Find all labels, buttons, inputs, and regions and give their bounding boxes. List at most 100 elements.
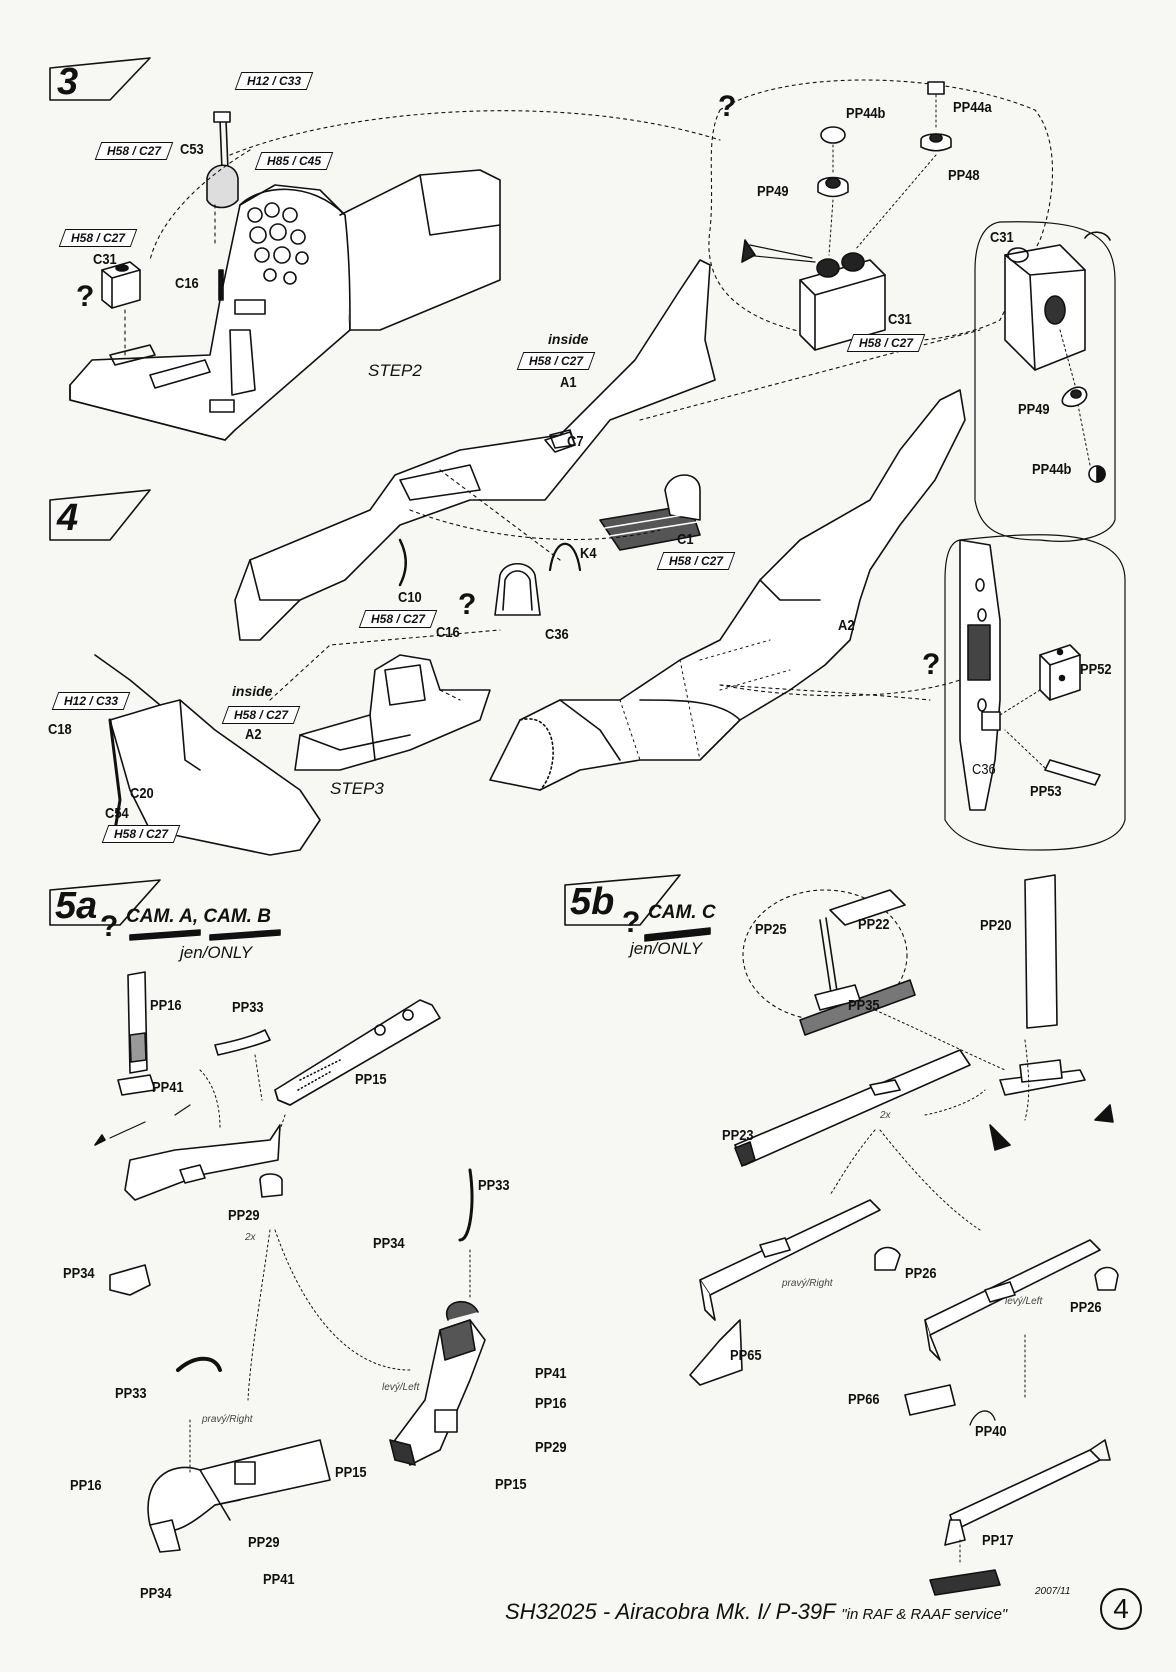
detail-box-c31 (974, 221, 1116, 542)
part-label-c31: C31 (93, 251, 117, 268)
detail-balloon-top (708, 79, 1054, 351)
footer-title: SH32025 - Airacobra Mk. I/ P-39F "in RAF… (505, 1600, 1007, 1627)
inside-label: inside (548, 331, 589, 347)
paint-code-h58-c27: H58 / C27 (846, 334, 926, 352)
step-5b-number: 5b (570, 881, 615, 923)
part-label-pp48: PP48 (948, 167, 980, 184)
part-label-pp17: PP17 (982, 1532, 1014, 1549)
paint-code-h58-c27: H58 / C27 (101, 825, 181, 843)
part-label-c1: C1 (677, 531, 694, 548)
only-note-5a: jen/ONLY (180, 943, 253, 962)
part-label-pp41: PP41 (152, 1079, 184, 1096)
part-k4 (548, 542, 582, 572)
part-label-pp33: PP33 (232, 999, 264, 1016)
part-label-a1: A1 (560, 374, 577, 391)
part-label-c54: C54 (105, 805, 129, 822)
part-label-pp44b: PP44b (1032, 461, 1072, 478)
part-c7 (544, 431, 576, 453)
part-label-pp16: PP16 (535, 1395, 567, 1412)
part-label-pp16: PP16 (150, 997, 182, 1014)
part-label-pp35: PP35 (848, 997, 880, 1014)
kit-subtitle: "in RAF & RAAF service" (841, 1606, 1008, 1623)
part-label-pp41: PP41 (263, 1571, 295, 1588)
side-label-left: levý/Left (382, 1382, 420, 1393)
product-code: SH32025 (505, 1599, 597, 1624)
part-label-c10: C10 (398, 589, 422, 606)
part-label-pp49: PP49 (1018, 401, 1050, 418)
page-number: 4 (1100, 1588, 1142, 1630)
part-label-pp40: PP40 (975, 1423, 1007, 1440)
paint-code-h12-c33: H12 / C33 (234, 72, 314, 90)
part-label-pp15: PP15 (335, 1464, 367, 1481)
part-label-pp25: PP25 (755, 921, 787, 938)
step3-cockpit-assembly (69, 111, 501, 441)
paint-code-h58-c27: H58 / C27 (94, 142, 174, 160)
part-label-pp52: PP52 (1080, 661, 1112, 678)
part-label-a2: A2 (838, 617, 855, 634)
paint-code-h58-c27: H58 / C27 (516, 352, 596, 370)
part-label-a2: A2 (245, 726, 262, 743)
part-label-pp20: PP20 (980, 917, 1012, 934)
part-label-pp29: PP29 (535, 1439, 567, 1456)
step-4-number: 4 (57, 497, 79, 539)
part-label-c31: C31 (990, 229, 1014, 246)
part-label-pp34: PP34 (63, 1265, 95, 1282)
side-label-left: levý/Left (1005, 1296, 1043, 1307)
paint-code-h12-c33: H12 / C33 (51, 692, 131, 710)
part-label-pp49: PP49 (757, 183, 789, 200)
step-5a-number: 5a (55, 885, 98, 927)
question-mark-icon: ? (76, 280, 95, 313)
kit-title: Airacobra Mk. I/ P-39F (615, 1599, 836, 1624)
part-label-pp44a: PP44a (953, 99, 992, 116)
cameo-a-b-label: CAM. A, CAM. B (126, 906, 271, 927)
paint-code-h58-c27: H58 / C27 (221, 706, 301, 724)
step4-rear-fuselage-a2 (94, 654, 321, 856)
part-label-pp23: PP23 (722, 1127, 754, 1144)
question-mark-icon: ? (100, 910, 119, 943)
side-label-right: pravý/Right (202, 1414, 253, 1425)
part-label-pp15: PP15 (495, 1476, 527, 1493)
part-label-pp65: PP65 (730, 1347, 762, 1364)
paint-code-h58-c27: H58 / C27 (656, 552, 736, 570)
multiplier-label: 2x (880, 1110, 891, 1121)
step-3-number: 3 (57, 61, 79, 103)
step4-fuselage-a2 (489, 389, 966, 791)
part-label-c31: C31 (888, 311, 912, 328)
question-mark-icon: ? (458, 588, 477, 621)
part-label-c53: C53 (180, 141, 204, 158)
inside-label: inside (232, 683, 273, 699)
part-label-pp34: PP34 (140, 1585, 172, 1602)
part-label-pp44b: PP44b (846, 105, 886, 122)
part-label-k4: K4 (580, 545, 597, 562)
part-label-c36: C36 (545, 626, 569, 643)
question-mark-icon: ? (718, 90, 737, 123)
step5b-harness (689, 874, 1119, 1596)
side-label-right: pravý/Right (782, 1278, 833, 1289)
part-label-pp15: PP15 (355, 1071, 387, 1088)
only-note-5b: jen/ONLY (630, 939, 703, 958)
part-label-c36: C36 (972, 761, 996, 778)
part-label-pp16: PP16 (70, 1477, 102, 1494)
question-mark-icon: ? (622, 906, 641, 939)
step3-label: STEP3 (330, 779, 384, 798)
part-label-pp33: PP33 (478, 1177, 510, 1194)
part-label-pp26: PP26 (1070, 1299, 1102, 1316)
part-label-c20: C20 (130, 785, 154, 802)
part-label-pp33: PP33 (115, 1385, 147, 1402)
part-label-pp29: PP29 (248, 1534, 280, 1551)
part-label-c7: C7 (567, 433, 584, 450)
part-label-pp22: PP22 (858, 916, 890, 933)
step2-label: STEP2 (368, 361, 422, 380)
part-label-c16: C16 (436, 624, 460, 641)
paint-code-h85-c45: H85 / C45 (254, 152, 334, 170)
part-label-pp41: PP41 (535, 1365, 567, 1382)
part-c36 (494, 562, 541, 616)
paint-code-h58-c27: H58 / C27 (358, 610, 438, 628)
part-label-c16: C16 (175, 275, 199, 292)
part-label-c18: C18 (48, 721, 72, 738)
part-label-pp66: PP66 (848, 1391, 880, 1408)
multiplier-label: 2x (245, 1232, 256, 1243)
instrument-panel (234, 202, 309, 315)
part-label-pp26: PP26 (905, 1265, 937, 1282)
